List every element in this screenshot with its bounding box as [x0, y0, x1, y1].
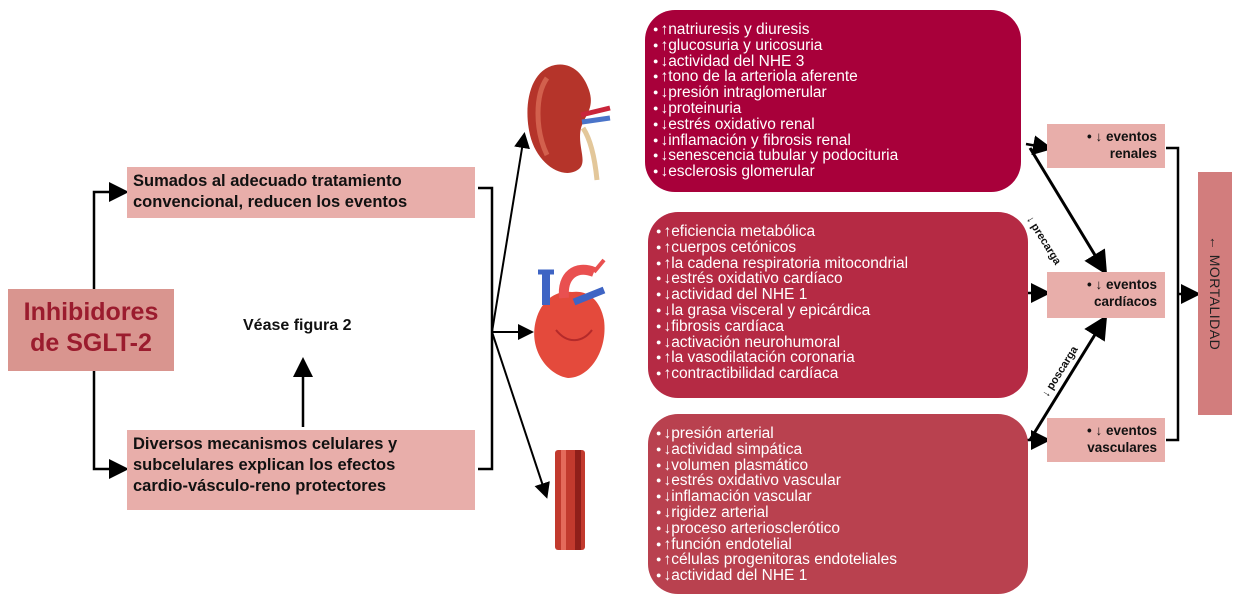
list-item: ●↑cuerpos cetónicos — [656, 240, 1028, 256]
statement-bottom-line1: Diversos mecanismos celulares y — [133, 434, 469, 455]
cardiac-events-line2: cardíacos — [1055, 293, 1157, 310]
list-item: ●↓actividad del NHE 1 — [656, 568, 1028, 584]
list-item: ●↓rigidez arterial — [656, 505, 1028, 521]
vascular-events-box: • ↓ eventos vasculares — [1047, 418, 1165, 462]
renal-effects-box: ●↑natriuresis y diuresis ●↑glucosuria y … — [645, 10, 1021, 192]
list-item: ●↑tono de la arteriola aferente — [653, 69, 1021, 85]
list-item: ●↑función endotelial — [656, 537, 1028, 553]
statement-bottom-line2: subcelulares explican los efectos — [133, 455, 469, 476]
list-item: ●↓fibrosis cardíaca — [656, 319, 1028, 335]
statement-top-box: Sumados al adecuado tratamiento convenci… — [127, 167, 475, 218]
renal-events-box: • ↓ eventos renales — [1047, 124, 1165, 168]
renal-events-line1: • ↓ eventos — [1055, 128, 1157, 145]
list-item: ●↓actividad del NHE 1 — [656, 287, 1028, 303]
list-item: ●↓inflamación y fibrosis renal — [653, 133, 1021, 149]
statement-bottom-box: Diversos mecanismos celulares y subcelul… — [127, 430, 475, 510]
list-item: ●↑eficiencia metabólica — [656, 224, 1028, 240]
list-item: ●↓actividad del NHE 3 — [653, 54, 1021, 70]
main-label-line2: de SGLT-2 — [8, 328, 174, 359]
cardiac-events-box: • ↓ eventos cardíacos — [1047, 272, 1165, 318]
statement-top-line2: convencional, reducen los eventos — [133, 192, 469, 213]
list-item: ●↑la vasodilatación coronaria — [656, 350, 1028, 366]
list-item: ●↑células progenitoras endoteliales — [656, 552, 1028, 568]
vascular-events-line2: vasculares — [1055, 439, 1157, 456]
statement-top-line1: Sumados al adecuado tratamiento — [133, 171, 469, 192]
list-item: ●↑natriuresis y diuresis — [653, 22, 1021, 38]
list-item: ●↓presión intraglomerular — [653, 85, 1021, 101]
see-figure-label: Véase figura 2 — [243, 317, 352, 335]
heart-icon — [528, 250, 608, 380]
artery-icon — [553, 448, 587, 552]
sglt2-inhibitors-box: Inhibidores de SGLT-2 — [8, 289, 174, 371]
vascular-effects-box: ●↓presión arterial ●↓actividad simpática… — [648, 414, 1028, 594]
list-item: ●↓proceso arteriosclerótico — [656, 521, 1028, 537]
list-item: ●↓senescencia tubular y podocituria — [653, 148, 1021, 164]
renal-effects-list: ●↑natriuresis y diuresis ●↑glucosuria y … — [653, 22, 1021, 180]
mortality-label: ← MORTALIDAD — [1207, 236, 1223, 350]
list-item: ●↑contractibilidad cardíaca — [656, 366, 1028, 382]
list-item: ●↓inflamación vascular — [656, 489, 1028, 505]
list-item: ●↓estrés oxidativo cardíaco — [656, 271, 1028, 287]
list-item: ●↓esclerosis glomerular — [653, 164, 1021, 180]
cardiac-effects-list: ●↑eficiencia metabólica ●↑cuerpos cetóni… — [656, 224, 1028, 382]
list-item: ●↑glucosuria y uricosuria — [653, 38, 1021, 54]
vascular-effects-list: ●↓presión arterial ●↓actividad simpática… — [656, 426, 1028, 584]
list-item: ●↓volumen plasmático — [656, 458, 1028, 474]
list-item: ●↓estrés oxidativo renal — [653, 117, 1021, 133]
kidney-icon — [525, 60, 611, 185]
list-item: ●↓la grasa visceral y epicárdica — [656, 303, 1028, 319]
renal-events-line2: renales — [1055, 145, 1157, 162]
list-item: ●↓presión arterial — [656, 426, 1028, 442]
cardiac-effects-box: ●↑eficiencia metabólica ●↑cuerpos cetóni… — [648, 212, 1028, 398]
list-item: ●↓activación neurohumoral — [656, 335, 1028, 351]
list-item: ●↑la cadena respiratoria mitocondrial — [656, 256, 1028, 272]
vascular-events-line1: • ↓ eventos — [1055, 422, 1157, 439]
cardiac-events-line1: • ↓ eventos — [1055, 276, 1157, 293]
statement-bottom-line3: cardio-vásculo-reno protectores — [133, 476, 469, 497]
main-label-line1: Inhibidores — [8, 297, 174, 328]
list-item: ●↓actividad simpática — [656, 442, 1028, 458]
list-item: ●↓estrés oxidativo vascular — [656, 473, 1028, 489]
list-item: ●↓proteinuria — [653, 101, 1021, 117]
